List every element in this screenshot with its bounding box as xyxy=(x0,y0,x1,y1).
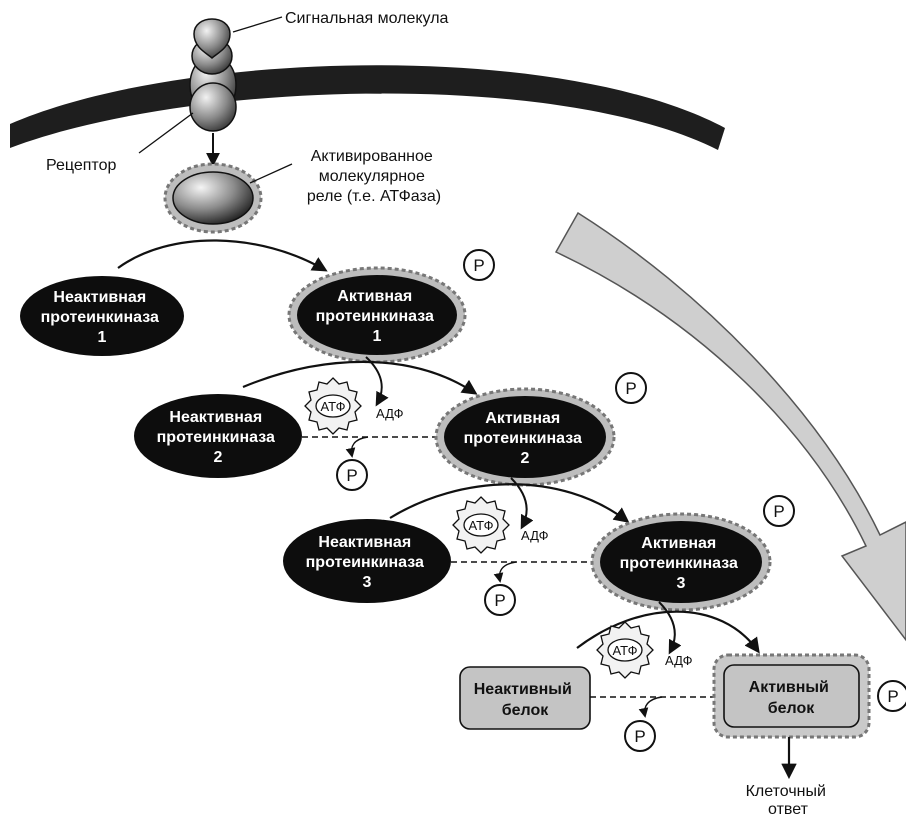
active-kinase-1 xyxy=(297,275,457,355)
atp-badge-3: АТФ xyxy=(596,621,654,679)
inactive-kinase-2 xyxy=(134,394,302,478)
signal-molecule xyxy=(191,18,233,75)
inactive-kinase-3-label: Неактивная протеинкиназа 3 xyxy=(306,534,429,591)
atp-to-adp-arrow-2 xyxy=(510,477,534,530)
adp-label-1: АДФ xyxy=(376,406,404,421)
active-kinase-2-label: Активная протеинкиназа 2 xyxy=(464,410,587,467)
activation-arrow-3 xyxy=(389,483,630,523)
svg-text:P: P xyxy=(494,591,505,610)
phosphate-on-protein: P xyxy=(877,680,906,712)
released-phosphate-2: P xyxy=(336,459,368,491)
atp-badge-2: АТФ xyxy=(452,496,510,554)
svg-text:P: P xyxy=(773,502,784,521)
svg-text:P: P xyxy=(473,256,484,275)
svg-text:P: P xyxy=(634,727,645,746)
active-protein xyxy=(723,664,860,728)
phosphate-release-arrow-4 xyxy=(638,696,663,718)
svg-text:АТФ: АТФ xyxy=(320,399,345,414)
adp-label-2: АДФ xyxy=(521,528,549,543)
inactive-kinase-1-label: Неактивная протеинкиназа 1 xyxy=(41,289,164,346)
signal-label-pointer xyxy=(232,16,283,33)
atp-to-adp-arrow-3 xyxy=(658,601,682,655)
phosphate-on-kinase-3: P xyxy=(763,495,795,527)
atp-to-adp-arrow-1 xyxy=(365,356,389,407)
inactive-kinase-3 xyxy=(283,519,451,603)
svg-text:P: P xyxy=(887,687,898,706)
big-curved-arrow xyxy=(554,211,906,642)
inactive-kinase-1 xyxy=(20,276,184,356)
inactive-kinase-2-label: Неактивная протеинкиназа 2 xyxy=(157,409,280,466)
svg-text:P: P xyxy=(625,379,636,398)
phosphate-on-kinase-1: P xyxy=(463,249,495,281)
svg-text:P: P xyxy=(346,466,357,485)
activation-arrow-4 xyxy=(576,610,760,654)
active-protein-label: Активный белок xyxy=(749,679,834,717)
adp-label-3: АДФ xyxy=(665,653,693,668)
inactive-protein xyxy=(459,666,591,730)
receptor-label: Рецептор xyxy=(46,157,116,174)
svg-text:АТФ: АТФ xyxy=(468,518,493,533)
phosphate-on-kinase-2: P xyxy=(615,372,647,404)
cell-membrane xyxy=(10,65,725,150)
phosphate-release-arrow-3 xyxy=(493,561,517,583)
atp-badge-1: АТФ xyxy=(304,377,362,435)
released-phosphate-4: P xyxy=(624,720,656,752)
active-kinase-1-label: Активная протеинкиназа 1 xyxy=(316,288,439,345)
phosphate-release-arrow-2 xyxy=(345,436,369,458)
activation-arrow-2 xyxy=(242,360,478,395)
relay-label: Активированное молекулярное реле (т.е. А… xyxy=(307,148,441,205)
active-kinase-2 xyxy=(444,396,606,478)
activated-relay xyxy=(172,171,254,225)
receptor-label-pointer xyxy=(138,112,194,154)
active-kinase-3-label: Активная протеинкиназа 3 xyxy=(620,535,743,592)
relay-label-pointer xyxy=(249,163,293,184)
active-kinase-3 xyxy=(600,521,762,603)
signal-molecule-label: Сигнальная молекула xyxy=(285,10,449,27)
inactive-protein-label: Неактивный белок xyxy=(474,681,576,719)
activation-arrow-1 xyxy=(117,239,328,272)
svg-text:АТФ: АТФ xyxy=(612,643,637,658)
released-phosphate-3: P xyxy=(484,584,516,616)
cellular-response-label: Клеточный ответ xyxy=(746,783,831,816)
